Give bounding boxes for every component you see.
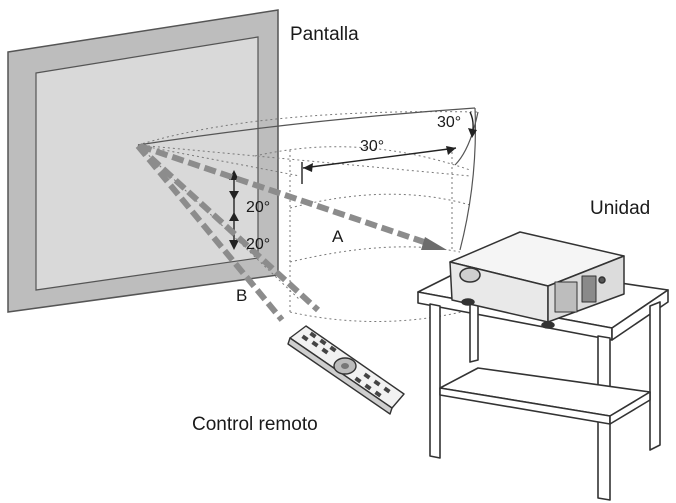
range-arc-bottom — [289, 309, 471, 322]
angle-horizontal-outer-label: 30° — [437, 114, 461, 131]
dim-arrowhead-left — [303, 163, 313, 172]
projector — [449, 231, 625, 329]
remote-side — [287, 337, 393, 415]
projector-panel-2 — [581, 275, 597, 303]
dim-arrowhead-right — [446, 146, 456, 155]
projector-foot-left — [461, 298, 475, 306]
range-arc-upper — [254, 146, 471, 171]
path-b — [135, 143, 321, 322]
range-arc-middle — [289, 193, 471, 209]
angle-horizontal-label: 30° — [360, 138, 384, 155]
path-b-line-1 — [135, 144, 285, 322]
remote-label: Control remoto — [192, 414, 318, 435]
range-solid-arcs — [137, 107, 479, 251]
outer-arrowhead — [468, 128, 477, 138]
remote-control — [287, 325, 405, 415]
projector-foot-right — [541, 321, 555, 329]
table-leg-front-left — [429, 303, 441, 459]
table-shelf-side — [609, 391, 651, 425]
range-ray-1 — [137, 144, 471, 177]
horizontal-angle-indicator — [301, 111, 477, 184]
remote-buttons — [301, 331, 391, 398]
unit-label: Unidad — [590, 198, 650, 219]
projector-button — [598, 276, 606, 284]
vert-arrow-mid-down — [229, 212, 239, 221]
projector-panel — [554, 281, 578, 313]
angle-vertical-down-label: 20° — [246, 236, 270, 253]
path-a — [139, 143, 447, 250]
path-a-line — [139, 143, 431, 247]
dim-arrow-line — [302, 147, 457, 169]
range-ray-3 — [137, 144, 301, 301]
path-b-line-2 — [135, 143, 321, 313]
path-a-label: A — [332, 227, 344, 246]
table-top-side — [611, 289, 669, 341]
table-leg-back-right — [649, 301, 661, 451]
path-a-arrowhead — [421, 237, 447, 250]
screen-label: Pantalla — [290, 24, 359, 45]
projector-lens — [459, 267, 481, 283]
far-end-arc — [454, 111, 479, 166]
remote-dpad-center — [341, 363, 349, 369]
path-b-label: B — [236, 286, 247, 305]
vert-arrow-bottom — [229, 240, 239, 250]
horizontal-angle-arc — [137, 107, 476, 146]
range-arc-top — [137, 111, 479, 146]
angle-vertical-up-label: 20° — [246, 199, 270, 216]
vert-arrow-mid-up — [229, 191, 239, 200]
